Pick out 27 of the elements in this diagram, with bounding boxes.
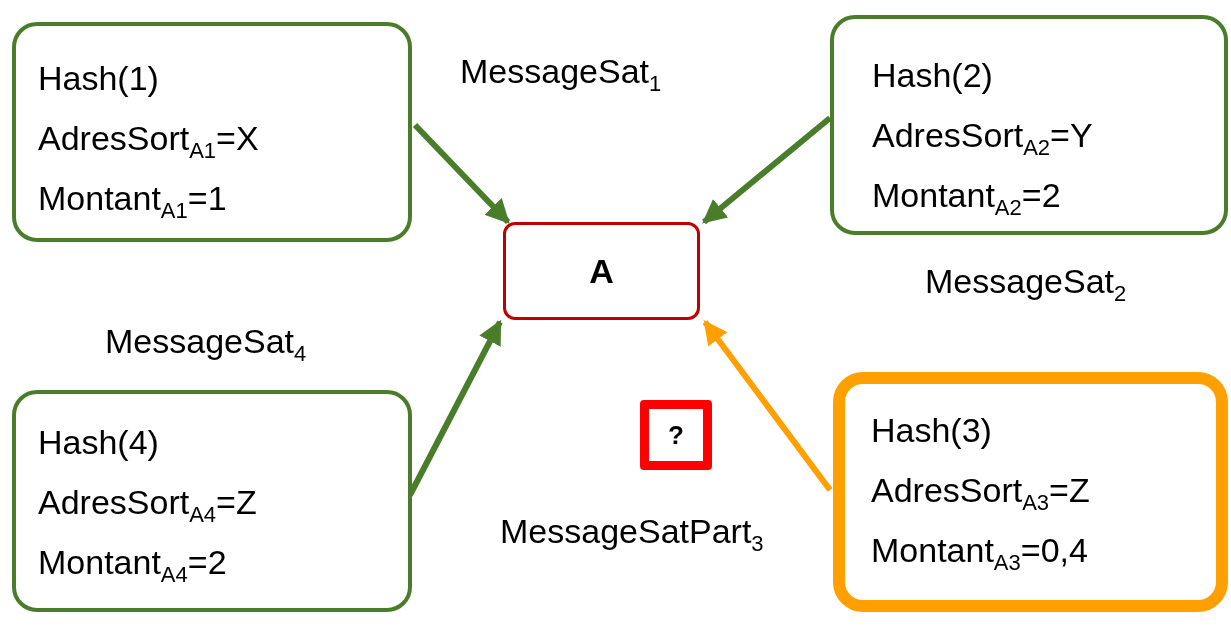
value-text: AdresSort$_{A2}$=Y	[872, 115, 1094, 162]
unknown-box	[640, 400, 712, 470]
heading-text: Hash(3)	[871, 410, 993, 451]
node-box	[503, 222, 700, 320]
message-label: MessageSat$_{4}$	[105, 322, 307, 361]
heading-text: Hash(1)	[38, 58, 160, 99]
message-label: MessageSat$_{1}$	[460, 52, 662, 91]
heading-text: Hash(2)	[872, 55, 994, 96]
heading-text: ?	[668, 419, 684, 452]
value-text: Montant$_{A3}$=0,4	[871, 530, 1089, 577]
value-text: AdresSort$_{A1}$=X	[38, 118, 260, 165]
arrow	[702, 320, 833, 492]
value-text: Montant$_{A4}$=2	[38, 542, 228, 589]
info-box	[833, 372, 1228, 612]
heading-text: Hash(4)	[38, 422, 160, 463]
message-label: MessageSatPart$_{3}$	[500, 512, 764, 551]
info-box	[12, 390, 412, 612]
arrow	[702, 115, 832, 225]
heading-text: A	[589, 251, 614, 292]
info-box	[12, 22, 412, 242]
value-text: Montant$_{A2}$=2	[872, 175, 1062, 222]
value-text: AdresSort$_{A3}$=Z	[871, 470, 1091, 517]
message-label: MessageSat$_{2}$	[925, 262, 1127, 301]
arrow	[412, 122, 511, 225]
value-text: Montant$_{A1}$=1	[38, 178, 228, 225]
info-box	[830, 15, 1228, 235]
value-text: AdresSort$_{A4}$=Z	[38, 482, 258, 529]
